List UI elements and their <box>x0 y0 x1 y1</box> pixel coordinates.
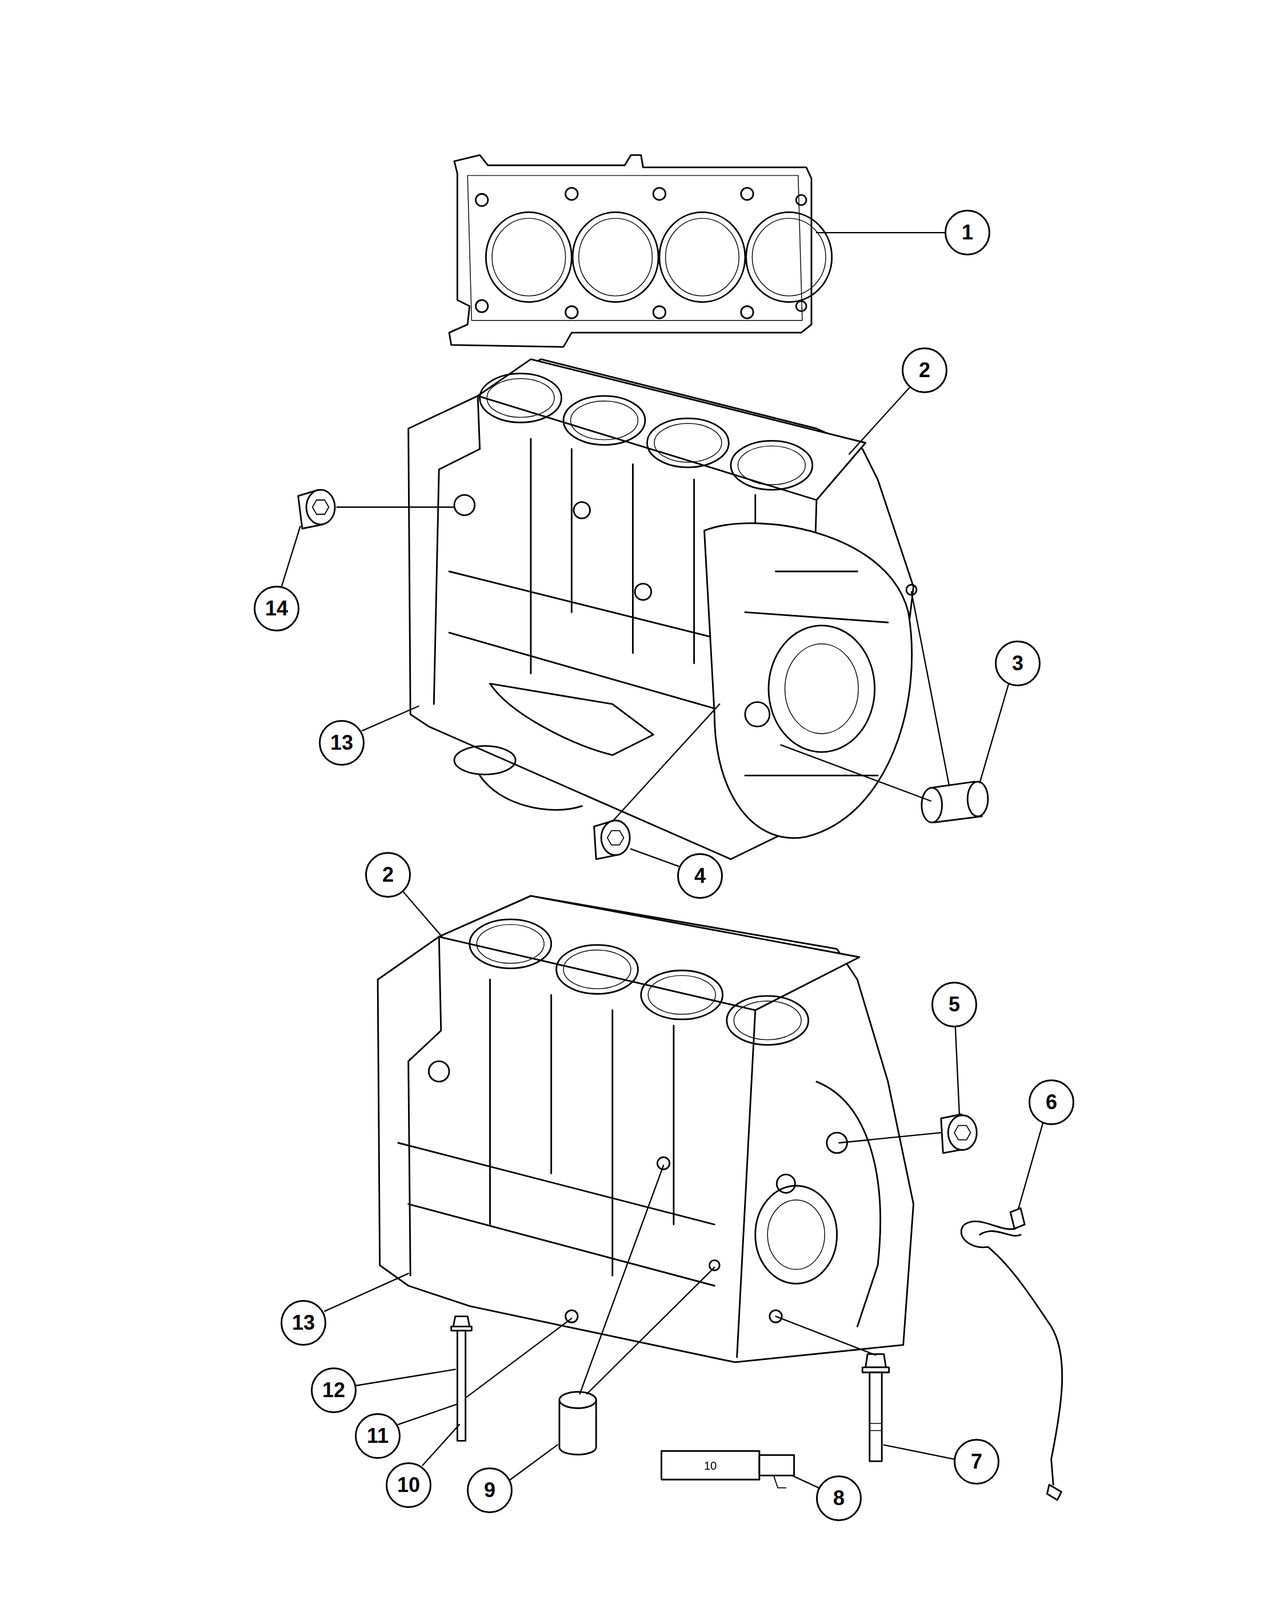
cylinder-block-upper <box>408 359 917 860</box>
callout-circle: 2 <box>901 347 948 394</box>
sensor-harness <box>961 1208 1063 1500</box>
callout-circle: 10 <box>385 1462 432 1508</box>
callout-number: 13 <box>330 732 354 754</box>
callout-circle: 6 <box>1028 1079 1075 1126</box>
callout-circle: 2 <box>365 852 411 898</box>
callout-number: 9 <box>484 1480 496 1501</box>
callout-number: 14 <box>265 598 288 619</box>
callout-number: 6 <box>1045 1092 1058 1113</box>
cylinder-block-lower <box>377 896 914 1363</box>
callout-circle: 9 <box>466 1467 513 1514</box>
callout-circle: 11 <box>354 1413 401 1459</box>
callout-number: 4 <box>694 865 706 887</box>
callout-number: 2 <box>918 360 931 381</box>
callout-circle: 13 <box>280 1300 327 1346</box>
callout-circle: 14 <box>253 585 300 632</box>
dowel-pin <box>661 1450 795 1488</box>
callout-number: 12 <box>322 1380 346 1401</box>
callout-number: 11 <box>366 1425 389 1447</box>
part-marking: 10 <box>704 1460 717 1472</box>
leader-lines <box>281 232 1043 1488</box>
callout-number: 8 <box>833 1488 845 1509</box>
callout-circle: 7 <box>953 1438 1000 1485</box>
callout-circle: 8 <box>816 1475 862 1522</box>
callout-number: 10 <box>397 1474 420 1496</box>
callout-number: 1 <box>961 222 974 243</box>
callout-circle: 1 <box>944 209 991 256</box>
bolts <box>451 1316 890 1462</box>
callout-number: 13 <box>292 1312 315 1334</box>
callout-circle: 13 <box>318 720 365 766</box>
core-plugs <box>298 489 988 1455</box>
callout-number: 5 <box>948 994 960 1015</box>
callout-number: 3 <box>1012 653 1024 674</box>
callout-circle: 3 <box>994 640 1041 687</box>
callout-circle: 12 <box>310 1367 357 1414</box>
callout-circle: 5 <box>931 981 978 1028</box>
head-gasket <box>449 154 832 347</box>
callout-number: 2 <box>382 864 394 886</box>
callout-circle: 4 <box>677 853 723 899</box>
callout-number: 7 <box>970 1451 983 1472</box>
